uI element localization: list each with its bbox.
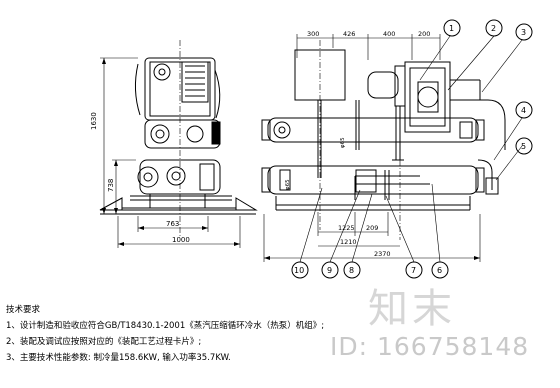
balloon-7: 7 [411,266,416,275]
balloon-2: 2 [491,24,496,33]
notes-line-2: 2、装配及调试应按照对应的《装配工艺过程卡片》; [6,337,202,347]
balloon-6: 6 [437,266,442,275]
watermark-logo: 知末 [368,286,456,332]
notes-line-1: 1、设计制造和验收应符合GB/T18430.1-2001《蒸汽压缩循环冷水（热泵… [6,321,325,331]
balloon-9: 9 [327,266,332,275]
notes-line-3: 3、主要技术性能参数: 制冷量158.6KW, 输入功率35.7KW. [6,353,231,363]
balloon-8: 8 [349,266,354,275]
balloon-1: 1 [449,24,454,33]
side-view [99,40,258,248]
front-view [261,34,523,263]
dim-front-top-4: 200 [418,30,430,38]
dim-front-top-2: 426 [343,30,355,38]
dim-small-a: φ65 [340,137,346,148]
dim-width-inner: 763 [166,220,179,228]
dim-front-bottom-4: 2370 [374,250,391,258]
balloon-labels [291,19,533,279]
dim-width-base: 1000 [172,236,190,244]
dim-front-bottom-3: 1210 [340,238,357,246]
watermark-id: ID: 166758148 [330,332,530,361]
dim-front-bottom-1: 1225 [338,224,355,232]
balloon-4: 4 [521,106,526,115]
dim-height-total: 1630 [90,112,98,130]
dim-front-bottom-2: 209 [366,224,378,232]
balloon-5: 5 [521,142,526,151]
balloon-3: 3 [521,28,526,37]
notes-title: 技术要求 [6,305,41,315]
dim-front-top-3: 400 [383,30,395,38]
technical-requirements: 技术要求 1、设计制造和验收应符合GB/T18430.1-2001《蒸汽压缩循环… [6,302,336,366]
balloon-10: 10 [294,266,304,275]
dim-height-lower: 738 [107,179,115,192]
dim-front-top-1: 300 [307,30,319,38]
dim-small-b: φ65 [285,179,291,190]
